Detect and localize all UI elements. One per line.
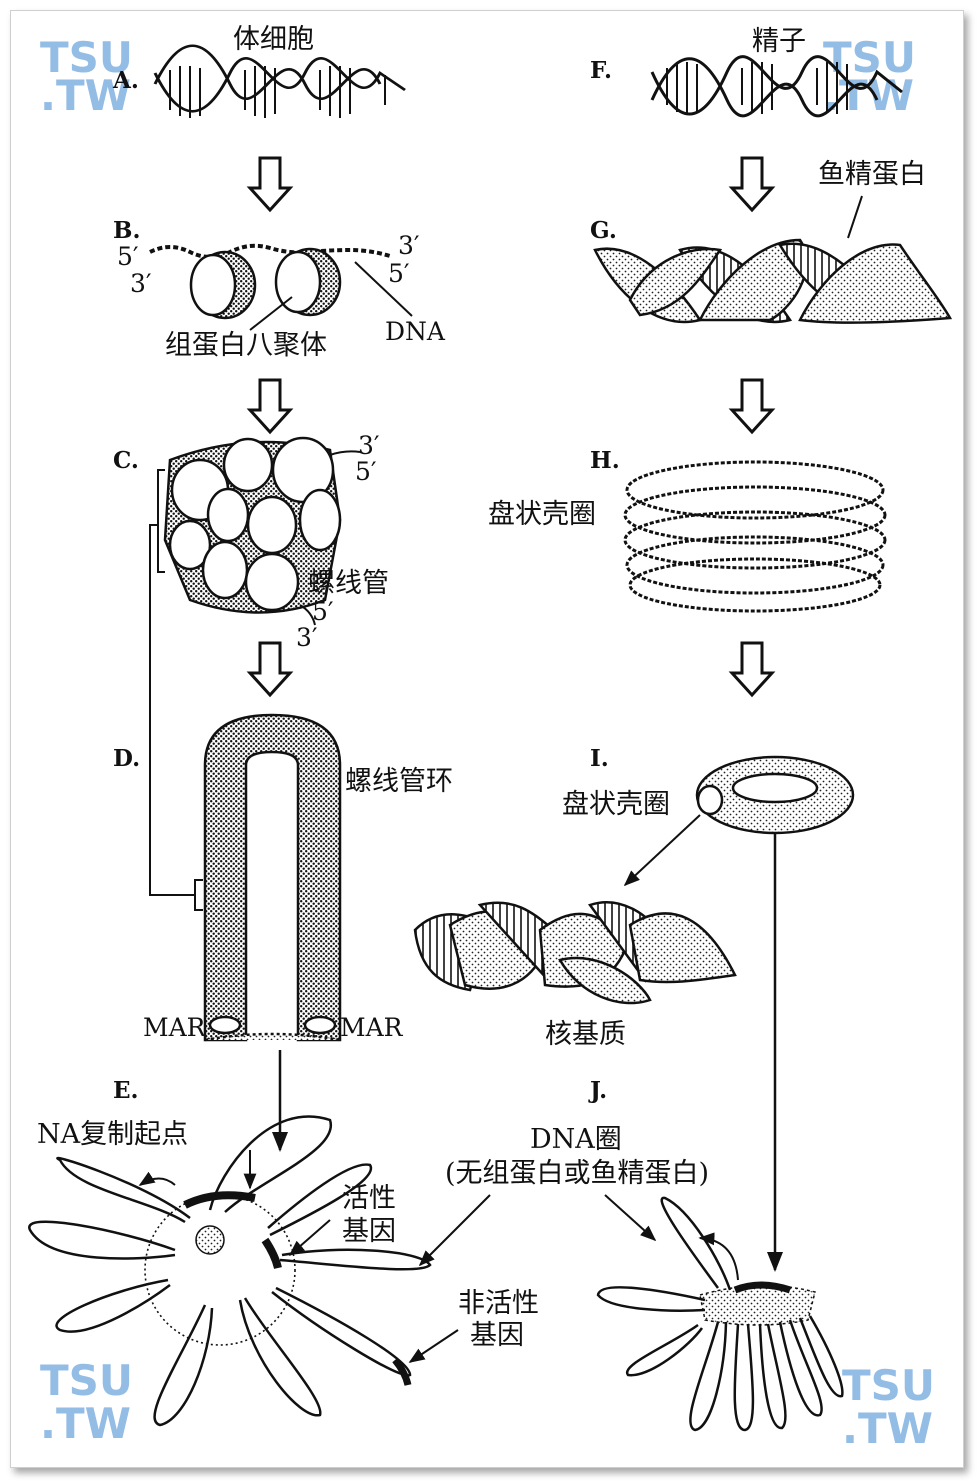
- replication-origin-label: NA复制起点: [37, 1119, 188, 1150]
- c-to-d-bracket: [149, 469, 203, 911]
- active-gene-label-line2: 基因: [342, 1216, 396, 1247]
- nuclear-matrix-label: 核基质: [545, 1019, 626, 1050]
- dna-loop-label: DNA圈: [530, 1124, 622, 1155]
- svg-text:.TW: .TW: [40, 71, 131, 120]
- toroid-label-i: 盘状壳圈: [562, 789, 670, 820]
- c-three-prime-bottom: 3′: [296, 623, 318, 652]
- active-gene-arrow: [288, 1219, 331, 1257]
- watermark-bottom-right: TSU .TW: [842, 1361, 935, 1453]
- b-five-prime-left: 5′: [117, 242, 139, 271]
- somatic-cell-title: 体细胞: [233, 24, 314, 55]
- protamine-pointer: [847, 195, 863, 239]
- histone-octamer-1: [189, 250, 257, 320]
- nuclear-matrix-ribbon: [413, 901, 737, 1005]
- svg-text:.TW: .TW: [842, 1404, 933, 1453]
- solenoid-fiber: [163, 436, 361, 626]
- panel-letter-d: D.: [113, 745, 140, 772]
- toroid: [695, 755, 855, 835]
- c-five-prime-bottom: 5′: [312, 597, 334, 626]
- down-arrow-f-g: [730, 156, 774, 212]
- dna-loop-arrow-left: [418, 1194, 491, 1267]
- c-three-prime-top: 3′: [358, 431, 380, 460]
- histone-octamer-label: 组蛋白八聚体: [165, 330, 327, 361]
- toroid-coil-stack: [623, 460, 887, 613]
- mar-left-label: MAR: [143, 1013, 207, 1042]
- panel-letter-j: J.: [588, 1077, 607, 1104]
- b-three-prime-right: 3′: [398, 231, 420, 260]
- c-five-prime-top: 5′: [355, 457, 377, 486]
- watermark-bottom-left: TSU .TW: [40, 1356, 133, 1448]
- watermark-top-left: TSU .TW: [40, 33, 133, 120]
- solenoid-loop-label: 螺线管环: [345, 766, 453, 797]
- protamine-label: 鱼精蛋白: [818, 159, 926, 190]
- mar-right-label: MAR: [340, 1013, 404, 1042]
- down-arrow-b-c: [248, 378, 292, 434]
- active-gene-label-line1: 活性: [342, 1183, 396, 1214]
- dna-loop-note: (无组蛋白或鱼精蛋白): [445, 1158, 709, 1189]
- b-three-prime-left: 3′: [130, 269, 152, 298]
- dna-label: DNA: [385, 317, 446, 346]
- inactive-gene-label-line1: 非活性: [458, 1288, 539, 1319]
- panel-letter-b: B.: [113, 217, 140, 244]
- solenoid-label: 螺线管: [308, 568, 389, 599]
- svg-text:TSU: TSU: [40, 33, 133, 82]
- panel-letter-h: H.: [590, 447, 620, 474]
- panel-letter-a: A.: [112, 67, 139, 94]
- svg-text:.TW: .TW: [823, 71, 914, 120]
- nucleosome-string: [149, 243, 413, 331]
- b-five-prime-right: 5′: [388, 259, 410, 288]
- dna-helix-somatic: [153, 44, 406, 118]
- inactive-gene-label-line2: 基因: [470, 1320, 524, 1351]
- panel-letter-f: F.: [590, 57, 612, 84]
- down-arrow-a-b: [248, 156, 292, 212]
- panel-letter-i: I.: [590, 745, 609, 772]
- svg-text:.TW: .TW: [40, 1399, 131, 1448]
- sperm-origin-arrow: [698, 1232, 739, 1281]
- down-arrow-c-d: [248, 641, 292, 697]
- panel-letter-c: C.: [113, 447, 139, 474]
- panel-letter-g: G.: [590, 217, 617, 244]
- sperm-title: 精子: [752, 26, 806, 57]
- histone-octamer-2: [274, 247, 342, 317]
- loop-domain-rosette: [28, 1115, 432, 1427]
- down-arrow-g-h: [730, 378, 774, 434]
- toroid-to-matrix-arrow: [623, 814, 701, 887]
- svg-text:TSU: TSU: [40, 1356, 133, 1405]
- toroid-label-h: 盘状壳圈: [488, 499, 596, 530]
- inactive-gene-arrow: [408, 1329, 459, 1363]
- sperm-loop-domains: [596, 1196, 844, 1432]
- replication-origin-arrow: [138, 1171, 176, 1186]
- svg-text:TSU: TSU: [842, 1361, 935, 1410]
- solenoid-loop: [203, 713, 342, 1042]
- down-arrow-h-i: [730, 641, 774, 697]
- dna-loop-arrow-right: [604, 1194, 657, 1242]
- panel-letter-e: E.: [113, 1077, 139, 1104]
- protamine-dna-complex: [593, 238, 953, 324]
- dna-helix-sperm: [650, 55, 903, 118]
